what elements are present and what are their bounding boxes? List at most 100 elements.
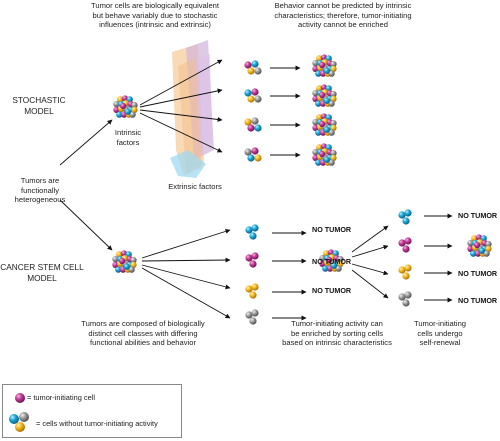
- cell: [131, 106, 138, 113]
- cell: [244, 118, 252, 126]
- cell: [330, 154, 337, 161]
- cell: [325, 85, 332, 92]
- cell: [316, 144, 323, 151]
- cell-group: [244, 88, 262, 103]
- cell: [398, 211, 406, 219]
- cell-group: [398, 264, 412, 280]
- cell: [335, 265, 342, 272]
- cell: [117, 96, 124, 103]
- cell: [323, 67, 330, 74]
- cell: [404, 209, 412, 217]
- cell-group: [244, 117, 262, 132]
- cell: [116, 111, 123, 118]
- cell: [312, 154, 319, 161]
- cell: [113, 101, 120, 108]
- cell: [323, 250, 330, 257]
- cell: [330, 119, 337, 127]
- cell: [470, 250, 477, 257]
- legend-non-initiating-icon: [9, 412, 29, 432]
- arrows: [59, 59, 453, 321]
- arrow: [141, 228, 231, 259]
- cell: [115, 266, 122, 273]
- cell: [319, 260, 326, 267]
- cell: [116, 251, 123, 258]
- cell: [325, 144, 332, 151]
- cell: [251, 309, 259, 317]
- tumor-cluster: [312, 54, 337, 77]
- cell: [327, 249, 335, 256]
- cell-groups: [244, 60, 412, 325]
- cell: [320, 143, 328, 150]
- cell: [402, 272, 410, 280]
- cell: [328, 100, 335, 107]
- cell: [404, 237, 412, 245]
- cell: [478, 247, 485, 254]
- cell: [485, 245, 492, 252]
- tumor-cluster: [113, 95, 138, 118]
- cell: [483, 250, 490, 257]
- cell: [404, 291, 412, 299]
- cell-group: [245, 309, 259, 325]
- cell: [123, 263, 130, 270]
- cell: [330, 60, 337, 68]
- cell: [315, 100, 322, 107]
- cell: [247, 124, 255, 132]
- cell: [316, 55, 323, 62]
- no-tumor-label: NO TUMOR: [458, 296, 498, 305]
- cell: [121, 95, 129, 102]
- cell: [402, 299, 410, 307]
- cell-group: [245, 252, 259, 268]
- cell: [330, 262, 337, 269]
- cell: [315, 129, 322, 136]
- cell: [318, 61, 326, 69]
- tumor-cluster: [312, 143, 337, 166]
- cell: [330, 124, 337, 131]
- legend-tumor-initiating-label: = tumor-initiating cell: [27, 393, 95, 402]
- cell: [251, 283, 259, 291]
- cell: [325, 114, 332, 121]
- cell: [312, 95, 319, 102]
- cell: [124, 108, 131, 115]
- cell: [330, 65, 337, 72]
- cell-group: [398, 209, 412, 225]
- legend-tumor-initiating-icon: [15, 393, 25, 403]
- cell: [485, 240, 492, 248]
- arrow: [59, 119, 113, 166]
- cell: [325, 256, 333, 264]
- arrow: [59, 199, 113, 251]
- arrow: [351, 244, 389, 258]
- cell: [254, 154, 262, 162]
- tumor-cluster: [112, 250, 137, 273]
- cell: [245, 226, 253, 234]
- cell: [328, 70, 335, 77]
- cell: [249, 232, 257, 240]
- cell-clusters: [112, 54, 492, 273]
- cell: [119, 102, 127, 110]
- cell: [251, 252, 259, 260]
- cell: [249, 260, 257, 268]
- cell: [323, 156, 330, 163]
- label-extrinsic-factors: Extrinsic factors: [168, 182, 222, 191]
- cell-group: [244, 147, 262, 162]
- cell: [251, 117, 259, 125]
- arrow: [351, 269, 389, 299]
- arrow: [139, 88, 223, 108]
- cell: [332, 250, 339, 257]
- cell: [312, 149, 319, 156]
- cell: [247, 67, 255, 75]
- cell: [322, 265, 329, 272]
- cell: [129, 111, 136, 118]
- cell: [320, 84, 328, 91]
- cell: [251, 147, 259, 155]
- cell: [480, 235, 487, 242]
- cell: [330, 90, 337, 98]
- cell: [128, 266, 135, 273]
- cell: [398, 239, 406, 247]
- cell: [254, 124, 262, 132]
- cell: [315, 159, 322, 166]
